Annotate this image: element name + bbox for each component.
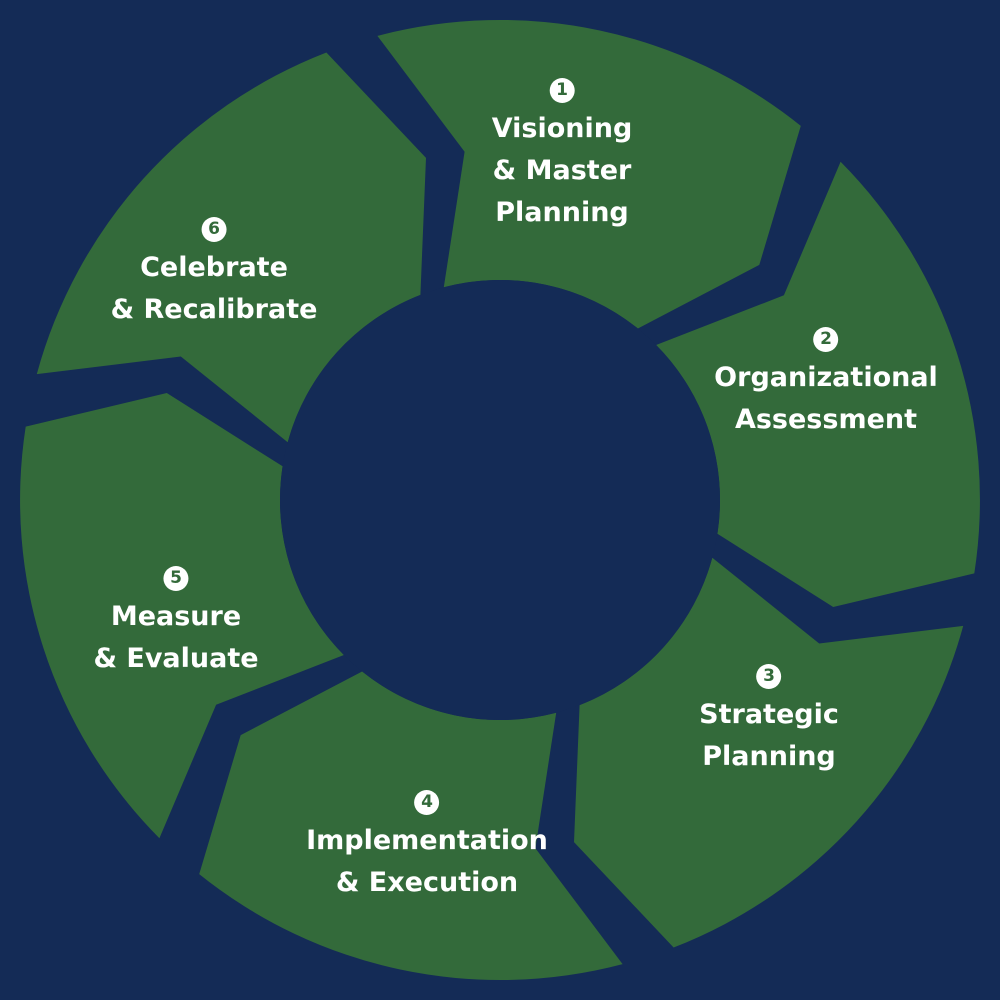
step-5-label: 5 Measure & Evaluate	[93, 554, 259, 680]
step-1-label: 1 Visioning & Master Planning	[491, 66, 633, 234]
step-1-line-2: & Master	[492, 155, 632, 186]
step-3-line-2: Planning	[702, 741, 836, 772]
segment-5	[20, 393, 344, 839]
step-2-line-1: Organizational	[714, 362, 938, 393]
step-3-label: 3 Strategic Planning	[699, 652, 839, 778]
step-2-label: 2 Organizational Assessment	[714, 315, 938, 441]
step-6-line-2: & Recalibrate	[110, 294, 318, 325]
segment-1	[377, 19, 801, 329]
step-1-number: 1	[549, 78, 575, 103]
segment-3	[574, 557, 964, 948]
segment-6	[36, 52, 427, 443]
step-4-line-1: Implementation	[306, 825, 548, 856]
center-circle	[280, 280, 720, 720]
step-1-line-3: Planning	[495, 197, 629, 228]
step-4-label: 4 Implementation & Execution	[306, 778, 548, 904]
step-3-number: 3	[756, 664, 782, 689]
step-2-line-2: Assessment	[734, 404, 918, 435]
step-4-line-2: & Execution	[335, 867, 519, 898]
segment-4	[199, 671, 623, 981]
step-4-number: 4	[414, 790, 440, 815]
step-6-line-1: Celebrate	[140, 252, 288, 283]
step-6-number: 6	[201, 217, 227, 242]
step-6-label: 6 Celebrate & Recalibrate	[110, 205, 318, 331]
step-2-number: 2	[813, 327, 839, 352]
step-5-line-1: Measure	[110, 601, 242, 632]
step-5-number: 5	[163, 566, 189, 591]
segment-2	[656, 161, 980, 608]
step-5-line-2: & Evaluate	[93, 643, 259, 674]
step-3-line-1: Strategic	[699, 699, 839, 730]
step-1-line-1: Visioning	[491, 113, 633, 144]
